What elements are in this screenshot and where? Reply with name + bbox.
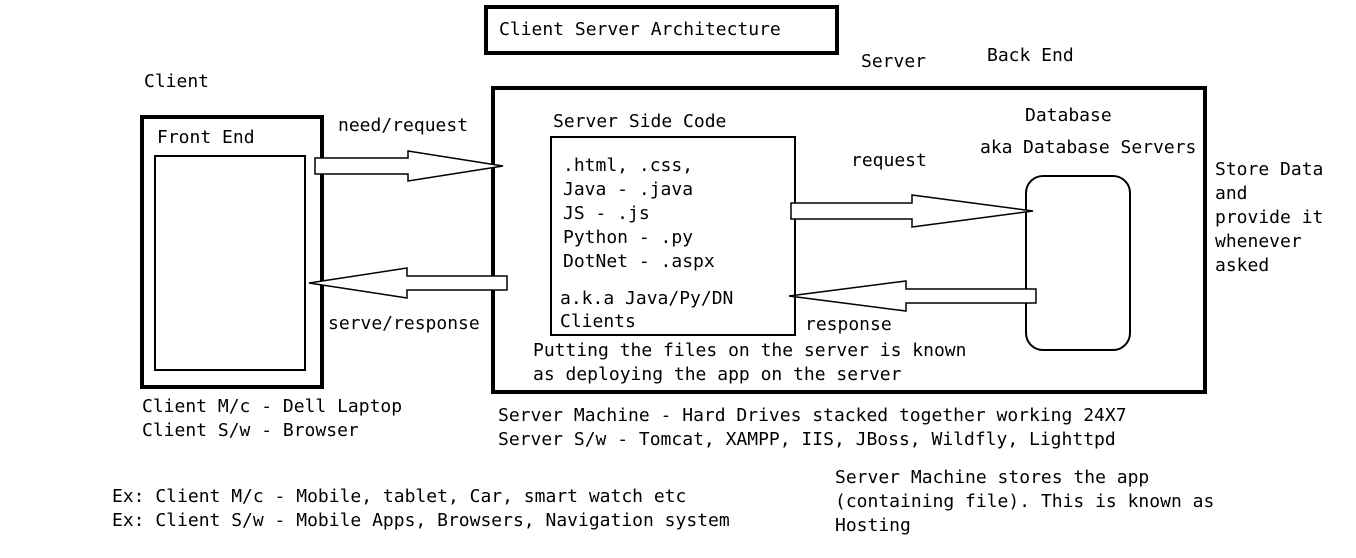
client-machine-text: Client M/c - Dell Laptop bbox=[142, 396, 403, 417]
store-line: asked bbox=[1215, 255, 1270, 276]
server-code-heading: Server Side Code bbox=[553, 111, 727, 132]
title-box bbox=[484, 5, 839, 55]
store-line: and bbox=[1215, 183, 1248, 204]
code-line: .html, .css, bbox=[563, 155, 694, 176]
server-machine-text: Server Machine - Hard Drives stacked tog… bbox=[498, 405, 1127, 426]
clients-line-2: Clients bbox=[560, 311, 636, 332]
client-software-text: Client S/w - Browser bbox=[142, 420, 359, 441]
example-software-text: Ex: Client S/w - Mobile Apps, Browsers, … bbox=[112, 510, 730, 531]
response-arrow bbox=[788, 280, 1037, 312]
server-box bbox=[491, 86, 1207, 394]
server-heading: Server bbox=[861, 51, 927, 72]
aka-label: aka bbox=[980, 137, 1013, 158]
example-machine-text: Ex: Client M/c - Mobile, tablet, Car, sm… bbox=[112, 486, 687, 507]
database-label: Database bbox=[1025, 105, 1112, 126]
server-code-box bbox=[550, 136, 796, 336]
front-end-label: Front End bbox=[157, 127, 255, 148]
clients-line-1: a.k.a Java/Py/DN bbox=[560, 288, 734, 309]
hosting-line-1: Server Machine stores the app bbox=[835, 467, 1150, 488]
code-line: Java - .java bbox=[563, 179, 694, 200]
code-line: DotNet - .aspx bbox=[563, 251, 715, 272]
serve-response-arrow bbox=[308, 267, 508, 299]
hosting-line-3: Hosting bbox=[835, 515, 911, 536]
database-box bbox=[1025, 175, 1131, 351]
hosting-line-2: (containing file). This is known as bbox=[835, 491, 1215, 512]
code-line: JS - .js bbox=[563, 203, 650, 224]
client-heading: Client bbox=[144, 71, 210, 92]
deploy-line-1: Putting the files on the server is known bbox=[533, 340, 967, 361]
store-line: provide it bbox=[1215, 207, 1324, 228]
request-arrow bbox=[790, 194, 1034, 228]
browser-window bbox=[154, 155, 306, 371]
code-line: Python - .py bbox=[563, 227, 694, 248]
need-request-arrow bbox=[314, 150, 504, 182]
request-label: request bbox=[851, 150, 927, 171]
backend-heading: Back End bbox=[987, 45, 1074, 66]
store-line: whenever bbox=[1215, 231, 1302, 252]
server-software-text: Server S/w - Tomcat, XAMPP, IIS, JBoss, … bbox=[498, 429, 1116, 450]
store-line: Store Data bbox=[1215, 159, 1324, 180]
diagram-title: Client Server Architecture bbox=[499, 19, 781, 40]
database-servers-label: Database Servers bbox=[1023, 137, 1197, 158]
client-box bbox=[140, 115, 324, 389]
deploy-line-2: as deploying the app on the server bbox=[533, 364, 902, 385]
need-request-label: need/request bbox=[338, 115, 469, 136]
response-label: response bbox=[805, 314, 892, 335]
serve-response-label: serve/response bbox=[328, 313, 480, 334]
